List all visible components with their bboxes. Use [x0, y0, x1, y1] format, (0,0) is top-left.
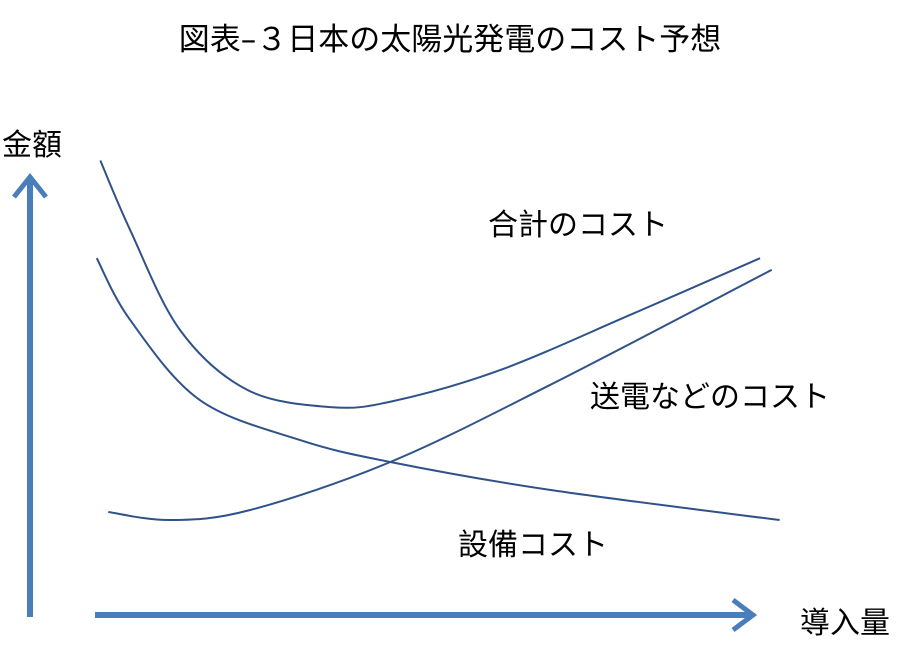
chart-title: 図表–３日本の太陽光発電のコスト予想 — [178, 22, 722, 58]
series-label-transmission-cost: 送電などのコスト — [590, 380, 830, 415]
x-axis-arrow — [95, 598, 758, 632]
transmission-cost-line — [108, 268, 773, 522]
y-axis-label: 金額 — [2, 128, 62, 163]
series-label-equipment-cost: 設備コスト — [458, 528, 608, 563]
series-label-total-cost: 合計のコスト — [488, 208, 668, 243]
equipment-cost-line — [95, 257, 780, 522]
y-axis-arrow — [12, 172, 48, 617]
total-cost-line — [99, 160, 761, 409]
x-axis-label: 導入量 — [800, 606, 890, 641]
